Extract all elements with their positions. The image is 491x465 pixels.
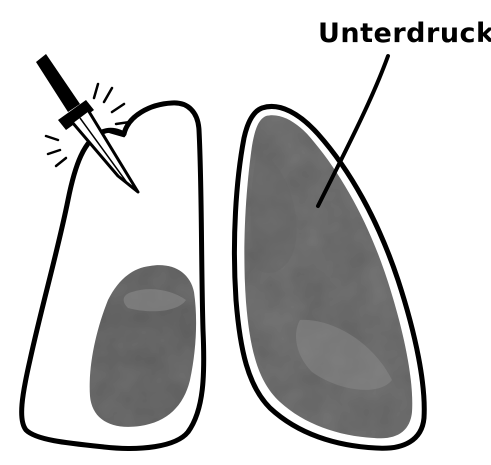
knife-handle bbox=[36, 54, 80, 112]
right-lung bbox=[234, 106, 424, 448]
annotation-label: Unterdruck bbox=[318, 18, 491, 49]
